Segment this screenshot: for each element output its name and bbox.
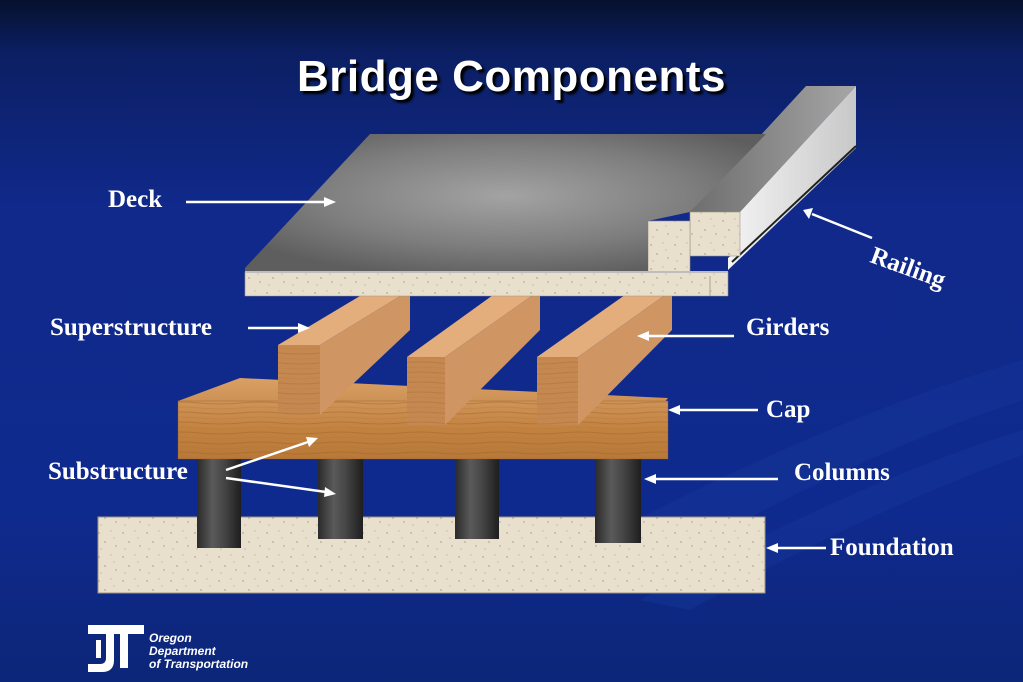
column <box>197 455 241 548</box>
girder <box>278 290 410 345</box>
substructure-arrow <box>225 476 327 494</box>
label-cap: Cap <box>766 396 811 423</box>
label-deck: Deck <box>108 186 163 213</box>
logo-line-2: Department <box>149 644 216 658</box>
girders <box>278 290 672 425</box>
substructure-arrow <box>225 440 309 472</box>
column <box>455 449 499 539</box>
label-substructure: Substructure <box>48 458 188 485</box>
callout-arrows <box>186 197 873 553</box>
odot-logo-text: Oregon Department of Transportation <box>149 632 248 671</box>
label-columns: Columns <box>794 459 890 486</box>
logo-line-3: of Transportation <box>149 657 249 671</box>
column <box>318 455 363 539</box>
girder <box>537 290 672 357</box>
label-girders: Girders <box>746 314 830 341</box>
label-superstructure: Superstructure <box>50 314 213 341</box>
odot-logo-icon <box>88 625 144 672</box>
column <box>595 455 641 543</box>
girder <box>407 290 540 357</box>
slide-title: Bridge Components <box>297 52 726 101</box>
railing <box>647 86 857 274</box>
logo-line-1: Oregon <box>149 631 192 645</box>
label-foundation: Foundation <box>830 534 954 561</box>
railing-arrow <box>811 212 873 240</box>
columns <box>197 449 641 548</box>
deck <box>244 134 766 297</box>
